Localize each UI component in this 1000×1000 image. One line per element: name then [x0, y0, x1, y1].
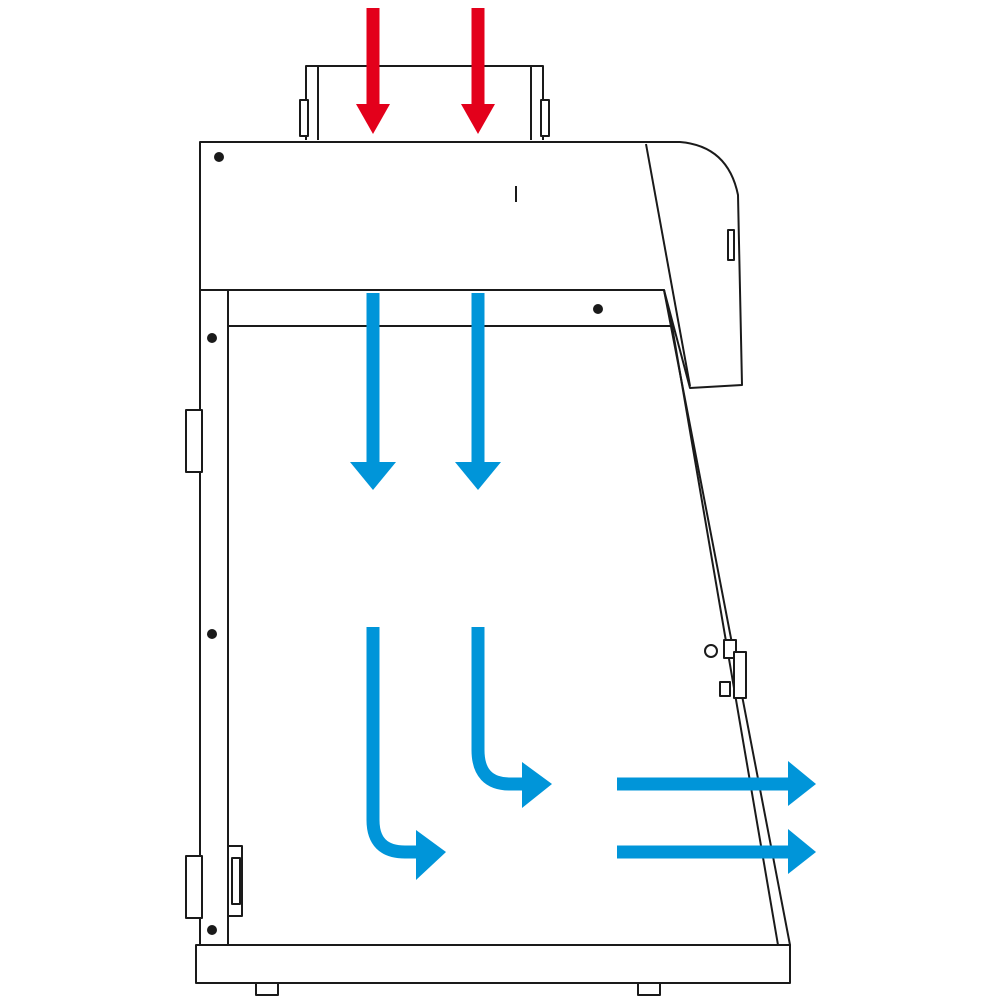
downflow-arrow-right — [455, 293, 501, 490]
screw-icon — [207, 629, 217, 639]
downflow-arrow-left — [350, 293, 396, 490]
intake-arrow-right-head — [461, 104, 495, 134]
deflect-arrow-left — [366, 627, 446, 880]
airflow-arrows — [350, 8, 816, 880]
downflow-arrow-right-head — [455, 462, 501, 490]
screw-icon — [207, 333, 217, 343]
sash-latch — [704, 639, 747, 699]
intake-arrow-left — [356, 8, 390, 134]
intake-arrow-right — [461, 8, 495, 134]
deflect-arrow-left-head — [416, 830, 446, 880]
exit-arrow-upper — [617, 761, 816, 806]
deflect-arrow-right — [471, 627, 552, 808]
intake-housing — [299, 65, 550, 140]
exit-arrow-upper-head — [788, 761, 816, 806]
deflect-arrow-left-shaft — [366, 627, 418, 859]
downflow-arrow-left-head — [350, 462, 396, 490]
exit-arrow-lower — [617, 829, 816, 874]
exit-arrow-lower-head — [788, 829, 816, 874]
screw-icon — [593, 304, 603, 314]
filter-hood — [199, 141, 743, 389]
side-hinges — [185, 409, 243, 919]
base-plate — [195, 944, 791, 996]
screw-icon — [214, 152, 224, 162]
deflect-arrow-right-head — [522, 762, 552, 808]
intake-arrow-left-head — [356, 104, 390, 134]
deflect-arrow-right-shaft — [471, 627, 524, 791]
screw-icon — [207, 925, 217, 935]
